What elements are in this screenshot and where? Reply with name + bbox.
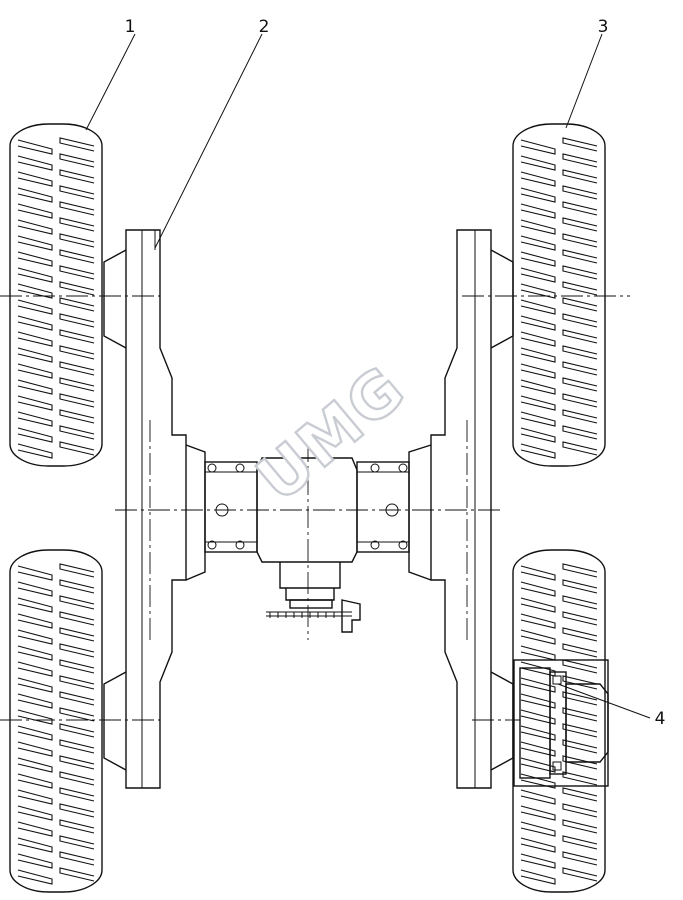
- hub-reducer: [513, 659, 609, 787]
- callout-4: 4: [655, 709, 666, 729]
- center-axle-assembly: [185, 444, 432, 633]
- tire-rear-right: [512, 549, 606, 893]
- center-lines: [0, 295, 630, 721]
- callout-2: 2: [259, 17, 270, 37]
- tire-front-left: [9, 123, 103, 467]
- left-side-beam: [103, 229, 187, 789]
- callout-1: 1: [125, 17, 136, 37]
- tire-rear-left: [9, 549, 103, 893]
- watermark-text: UMG: [243, 351, 419, 516]
- right-side-beam: [430, 229, 514, 789]
- callout-3: 3: [598, 17, 609, 37]
- leader-lines: [85, 33, 651, 719]
- tire-front-right: [512, 123, 606, 467]
